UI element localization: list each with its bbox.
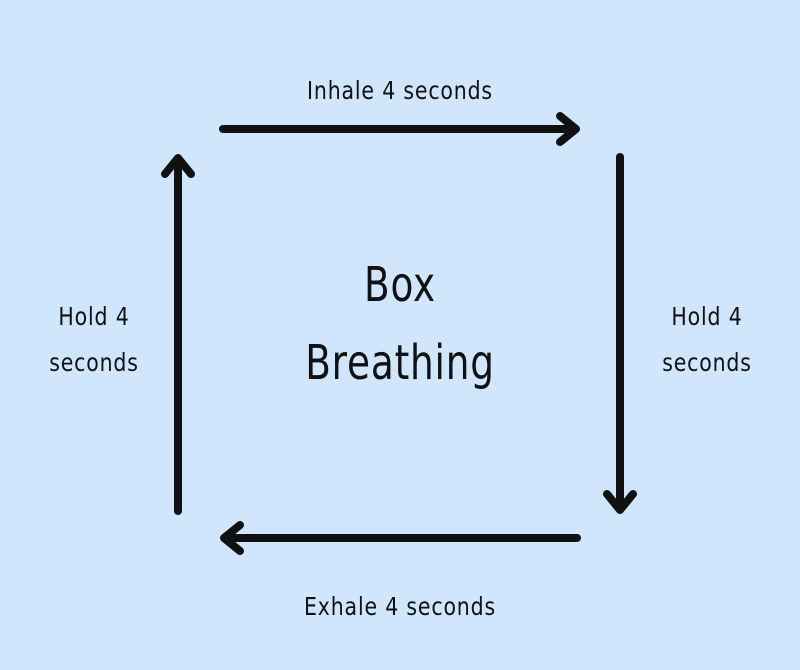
- arrow-hold-up: [161, 154, 195, 515]
- arrow-inhale-head: [556, 112, 580, 146]
- arrow-hold-down: [603, 153, 637, 514]
- right-hold-line2: seconds: [662, 348, 752, 377]
- arrow-exhale-head: [220, 521, 244, 555]
- diagram-title: Box Breathing: [88, 246, 712, 402]
- arrow-inhale-right: [219, 112, 580, 146]
- title-line1: Box: [364, 257, 436, 313]
- right-hold-label: Hold 4 seconds: [646, 294, 769, 386]
- arrow-hold-down-head: [603, 490, 637, 514]
- right-hold-line1: Hold 4: [671, 302, 743, 331]
- title-line2: Breathing: [305, 335, 495, 391]
- left-hold-line1: Hold 4: [58, 302, 130, 331]
- left-hold-line2: seconds: [49, 348, 139, 377]
- inhale-label: Inhale 4 seconds: [307, 76, 493, 105]
- exhale-label: Exhale 4 seconds: [304, 592, 496, 621]
- left-hold-label: Hold 4 seconds: [33, 294, 156, 386]
- arrow-hold-up-head: [161, 154, 195, 178]
- arrow-exhale-left: [220, 521, 581, 555]
